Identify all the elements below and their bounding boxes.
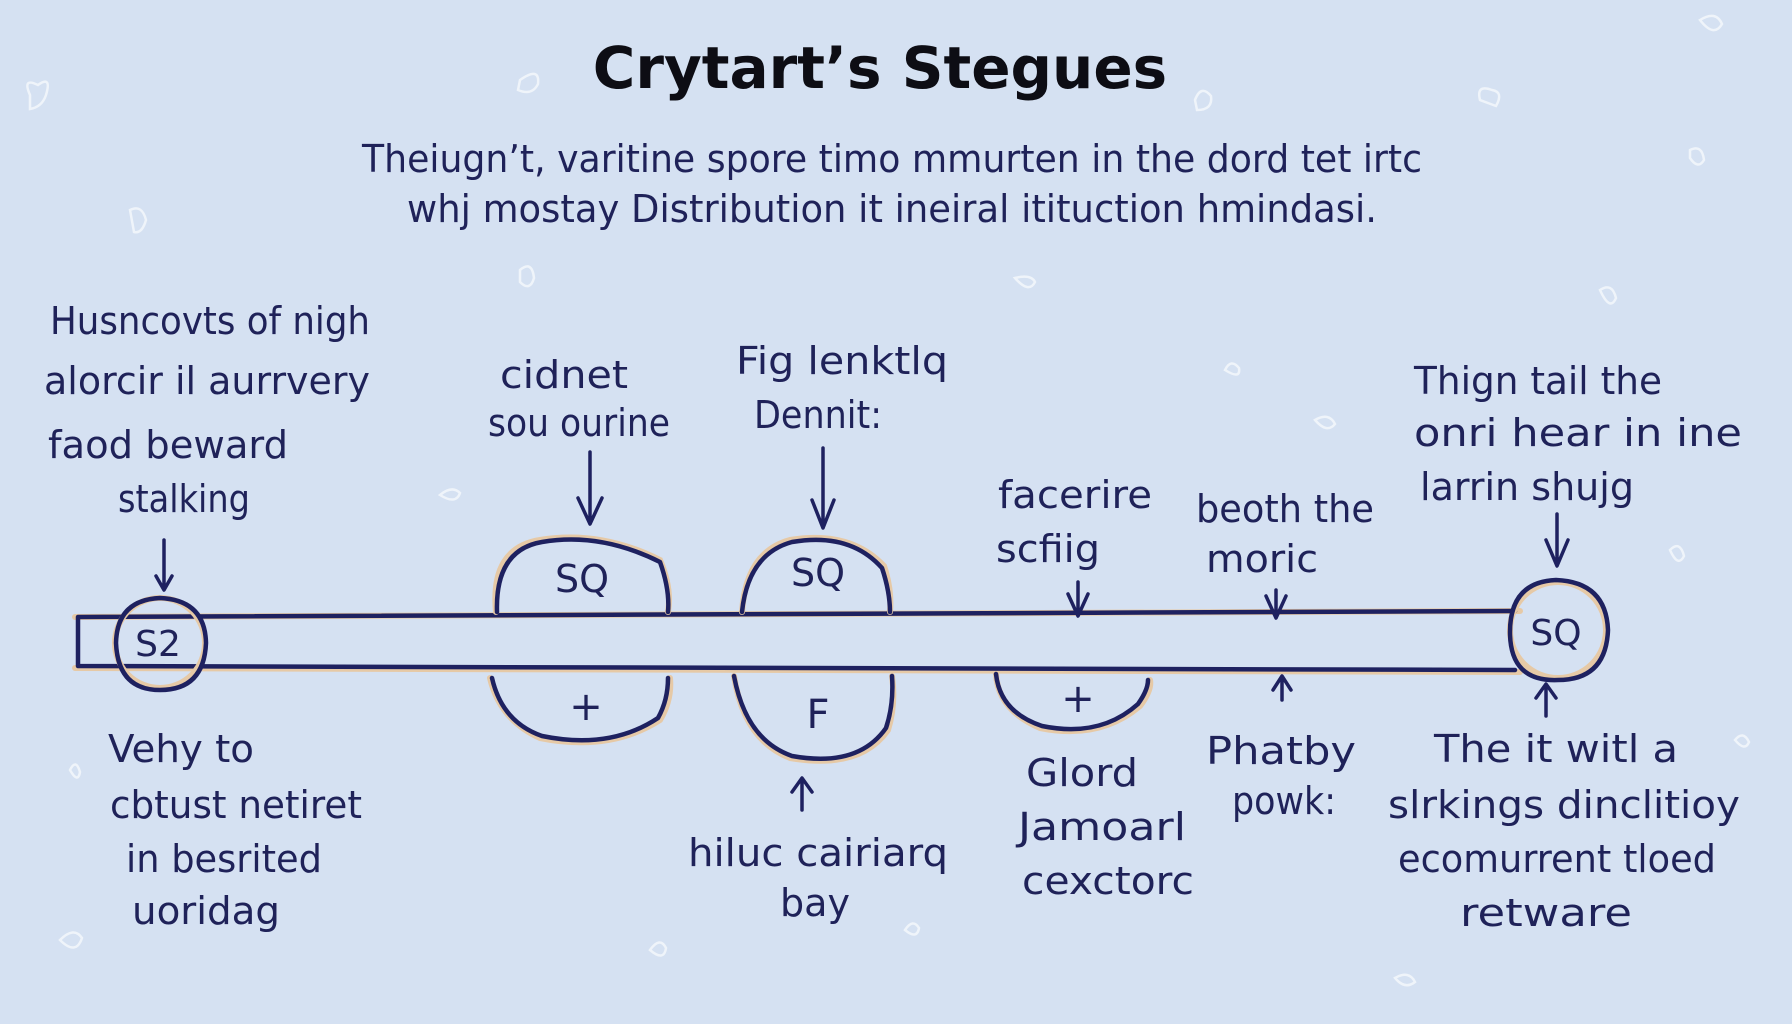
label-top-1-line-2: sou ourine (488, 401, 670, 445)
label-top-2-line-1: Fig lenktlq (736, 339, 948, 383)
arrow-down-left (154, 538, 174, 592)
node-bottom-1-label: + (569, 684, 603, 730)
label-bottom-left-line-3: in besrited (126, 837, 322, 881)
label-bottom-2-line-1: hiluc cairiarq (688, 831, 948, 875)
stage-top-1 (492, 534, 672, 615)
label-top-right: Thign tail the onri hear in ine larrin s… (1413, 359, 1742, 509)
stage-top-2 (739, 534, 894, 615)
stage-bottom-3 (993, 671, 1154, 735)
label-bottom-4-line-1: Phatby (1206, 729, 1356, 773)
label-bottom-right-line-3: ecomurrent tloed (1398, 837, 1716, 881)
stage-bottom-1 (487, 675, 674, 746)
label-top-1-line-1: cidnet (500, 353, 628, 397)
stage-bottom-2 (731, 673, 897, 764)
arrow-up-bottom-4 (1271, 674, 1293, 702)
node-bottom-3-label: + (1061, 676, 1095, 722)
label-bottom-left-line-2: cbtust netiret (110, 783, 362, 827)
node-right-circle (1507, 577, 1611, 683)
label-top-3: facerire scfiig (996, 473, 1152, 571)
arrow-up-bottom-right (1534, 682, 1558, 718)
label-bottom-4: Phatby powk: (1206, 729, 1356, 823)
label-bottom-4-line-2: powk: (1232, 779, 1336, 823)
label-top-right-line-3: larrin shujg (1420, 465, 1634, 509)
arrow-down-right (1544, 512, 1570, 568)
label-top-4-line-1: beoth the (1196, 487, 1374, 531)
arrow-down-top-3 (1066, 580, 1090, 618)
node-top-2-label: SQ (791, 551, 845, 595)
label-top-3-line-1: facerire (998, 473, 1152, 517)
label-bottom-2: hiluc cairiarq bay (688, 831, 948, 925)
label-bottom-right-line-2: slrkings dinclitioy (1388, 783, 1740, 827)
page-title: Crytart’s Stegues (593, 34, 1167, 102)
label-top-left-line-3: faod beward (48, 423, 288, 467)
timeline-bar (72, 608, 1523, 675)
label-bottom-right: The it witl a slrkings dinclitioy ecomur… (1388, 727, 1740, 935)
label-top-1: cidnet sou ourine (488, 353, 670, 445)
node-right-label: SQ (1530, 613, 1581, 654)
label-bottom-left-line-4: uoridag (132, 889, 280, 933)
label-top-2: Fig lenktlq Dennit: (736, 339, 948, 437)
label-top-left-line-1: Husncovts of nigh (50, 299, 370, 343)
subtitle-line-2: whj mostay Distribution it ineiral ititu… (407, 187, 1377, 231)
background-decorations (26, 14, 1751, 987)
label-top-left: Husncovts of nigh alorcir il aurrvery fa… (44, 299, 370, 521)
label-top-right-line-1: Thign tail the (1413, 359, 1662, 403)
label-bottom-2-line-2: bay (780, 881, 850, 925)
arrow-down-top-2 (810, 446, 836, 530)
node-top-1-label: SQ (555, 557, 609, 601)
label-bottom-right-line-4: retware (1460, 891, 1632, 935)
label-top-4-line-2: moric (1206, 537, 1318, 581)
arrow-down-top-1 (576, 450, 604, 526)
label-bottom-3-line-2: Jamoarl (1016, 805, 1186, 849)
node-left-label: S2 (135, 624, 181, 665)
node-bottom-2-label: F (806, 692, 829, 738)
label-top-4: beoth the moric (1196, 487, 1374, 581)
label-top-left-line-2: alorcir il aurrvery (44, 359, 370, 403)
subtitle-line-1: Theiugn’t, varitine spore timo mmurten i… (361, 137, 1422, 181)
label-top-2-line-2: Dennit: (754, 393, 882, 437)
label-bottom-right-line-1: The it witl a (1433, 727, 1678, 771)
label-top-left-line-4: stalking (118, 477, 250, 521)
node-left-circle (112, 595, 209, 693)
arrow-up-bottom-2 (790, 776, 814, 812)
label-bottom-left: Vehy to cbtust netiret in besrited uorid… (108, 727, 362, 933)
label-top-right-line-2: onri hear in ine (1414, 411, 1742, 455)
arrow-down-top-4 (1264, 588, 1288, 620)
label-top-3-line-2: scfiig (996, 527, 1100, 571)
label-bottom-3-line-3: cexctorc (1022, 859, 1194, 903)
label-bottom-left-line-1: Vehy to (108, 727, 254, 771)
arrows (154, 446, 1570, 812)
label-bottom-3: Glord Jamoarl cexctorc (1016, 751, 1194, 903)
label-bottom-3-line-1: Glord (1026, 751, 1138, 795)
